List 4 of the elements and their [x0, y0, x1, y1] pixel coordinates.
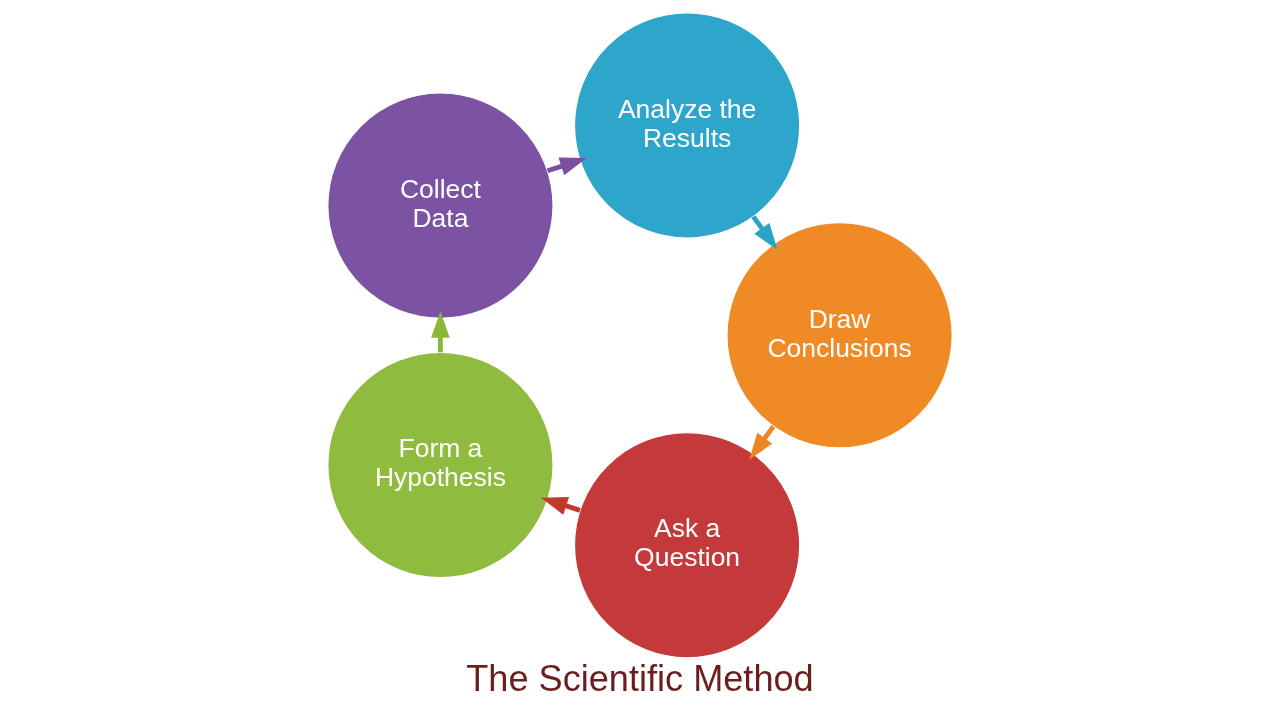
node-circle: Analyze the Results [573, 12, 801, 239]
node-circle: Form a Hypothesis [327, 351, 554, 579]
node-circle: Collect Data [327, 92, 554, 319]
diagram-title: The Scientific Method [466, 658, 814, 700]
